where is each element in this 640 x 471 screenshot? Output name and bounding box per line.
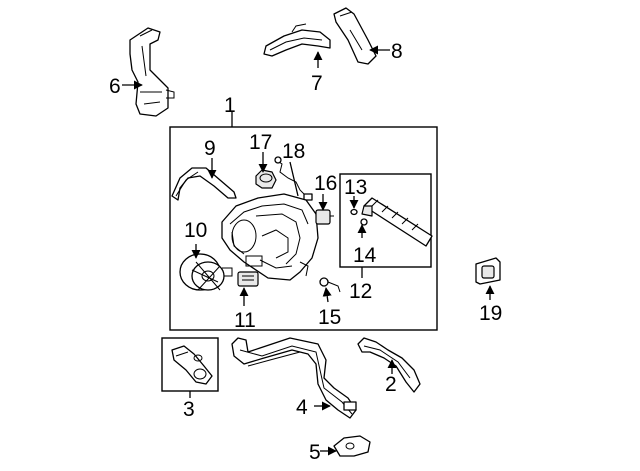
callout-10: 10 bbox=[184, 219, 207, 242]
seal-kit-part-3 bbox=[171, 345, 213, 385]
callout-3: 3 bbox=[183, 398, 195, 421]
sub-assembly-box bbox=[339, 173, 432, 268]
callout-12: 12 bbox=[349, 280, 372, 303]
callout-5: 5 bbox=[309, 441, 321, 464]
actuator-part-17 bbox=[255, 169, 277, 189]
duct-part-8 bbox=[333, 7, 377, 65]
resistor-part-11 bbox=[237, 271, 259, 287]
main-assembly-box bbox=[169, 126, 438, 331]
blower-motor-part-10 bbox=[179, 253, 233, 291]
callout-14: 14 bbox=[353, 244, 377, 267]
callout-16: 16 bbox=[314, 172, 337, 195]
line-part-2 bbox=[357, 337, 421, 393]
duct-part-6 bbox=[129, 27, 175, 117]
duct-part-7 bbox=[263, 23, 331, 57]
callout-1: 1 bbox=[224, 94, 236, 117]
bracket-part-9 bbox=[171, 167, 237, 201]
clip-part-15 bbox=[319, 277, 341, 293]
callout-9: 9 bbox=[204, 137, 216, 160]
callout-15: 15 bbox=[318, 306, 341, 329]
o-rings-parts-13-14 bbox=[350, 208, 368, 226]
callout-4: 4 bbox=[296, 396, 308, 419]
hvac-housing bbox=[221, 193, 319, 281]
callout-17: 17 bbox=[249, 131, 272, 154]
callout-6: 6 bbox=[109, 75, 121, 98]
callout-7: 7 bbox=[311, 72, 323, 95]
callout-19: 19 bbox=[479, 302, 502, 325]
callout-11: 11 bbox=[234, 309, 256, 332]
heater-core-part-12 bbox=[361, 197, 433, 247]
switch-part-19 bbox=[475, 257, 501, 285]
callout-18: 18 bbox=[282, 140, 305, 163]
sensor-part-16 bbox=[315, 209, 334, 225]
callout-2: 2 bbox=[385, 373, 397, 396]
callout-8: 8 bbox=[391, 40, 403, 63]
callout-13: 13 bbox=[344, 176, 367, 199]
seal-part-5 bbox=[333, 435, 371, 457]
refrigerant-lines-part-4 bbox=[231, 337, 357, 419]
leader-lines bbox=[122, 45, 495, 456]
